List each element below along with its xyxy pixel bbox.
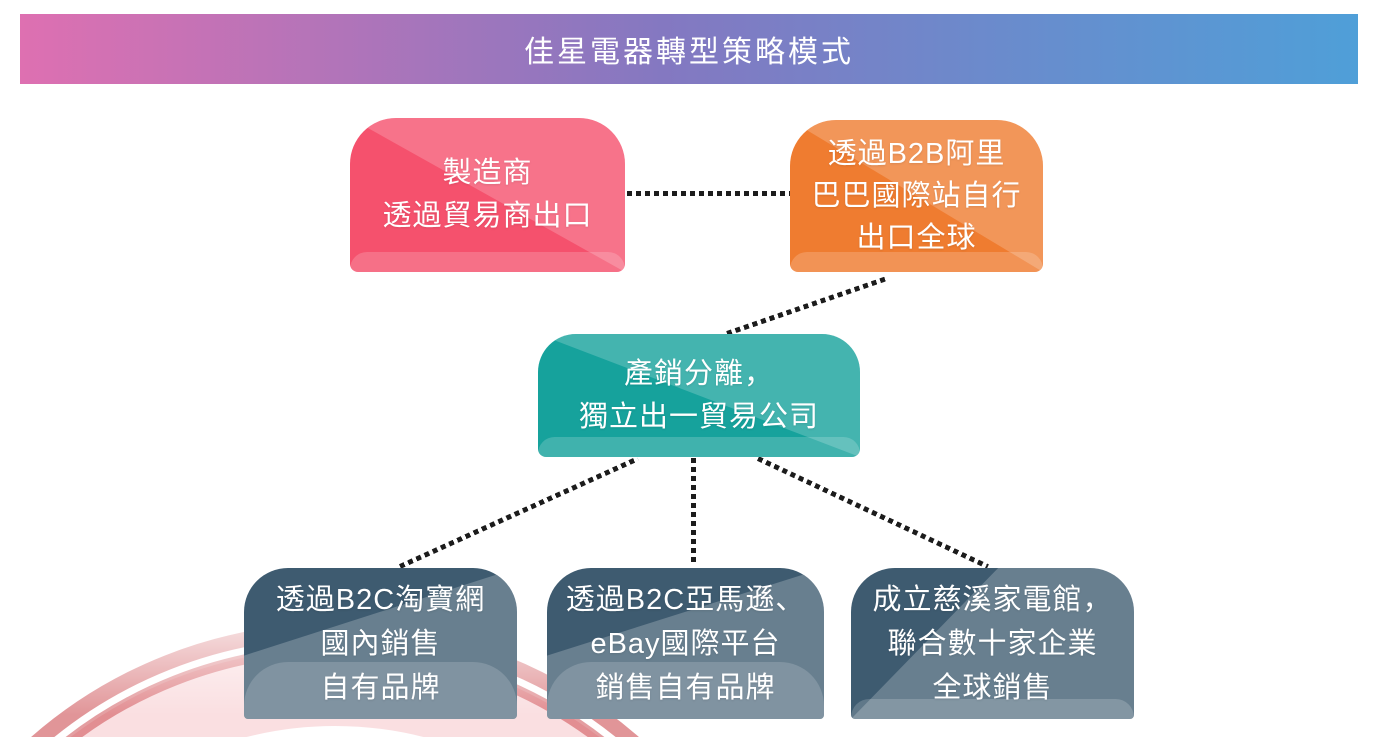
node-text-line: 透過B2B阿里	[827, 138, 1006, 170]
connector-b2b-trading	[726, 276, 887, 336]
node-text-line: 巴巴國際站自行	[811, 180, 1022, 212]
node-cixi-appliance-hall: 成立慈溪家電館， 聯合數十家企業 全球銷售	[851, 568, 1134, 719]
node-text-line: 全球銷售	[932, 671, 1053, 704]
node-text-line: 透過貿易商出口	[382, 200, 593, 232]
connector-trading-cixi	[756, 456, 989, 569]
slide-title: 佳星電器轉型策略模式	[524, 36, 854, 69]
node-text-line: eBay國際平台	[590, 627, 781, 660]
node-b2c-taobao: 透過B2C淘寶網 國內銷售 自有品牌	[244, 568, 517, 719]
node-text-line: 透過B2C淘寶網	[275, 583, 486, 616]
node-text-line: 自有品牌	[320, 671, 441, 704]
node-text-line: 獨立出一貿易公司	[578, 400, 819, 433]
node-text-line: 透過B2C亞馬遜、	[565, 583, 806, 616]
node-text-line: 聯合數十家企業	[887, 627, 1098, 660]
node-text-line: 出口全球	[856, 222, 977, 254]
title-banner: 佳星電器轉型策略模式	[20, 14, 1358, 84]
node-text-line: 製造商	[442, 157, 533, 189]
node-text-line: 產銷分離，	[623, 357, 774, 390]
node-b2b-alibaba: 透過B2B阿里 巴巴國際站自行 出口全球	[790, 120, 1043, 272]
connector-trading-taobao	[398, 456, 639, 569]
node-trading-company: 產銷分離， 獨立出一貿易公司	[538, 334, 860, 457]
node-text-line: 國內銷售	[320, 627, 441, 660]
node-b2c-amazon-ebay: 透過B2C亞馬遜、 eBay國際平台 銷售自有品牌	[547, 568, 824, 719]
node-manufacturer-export: 製造商 透過貿易商出口	[350, 118, 625, 272]
node-text-line: 銷售自有品牌	[595, 671, 776, 704]
connector-trading-amazon	[691, 458, 696, 566]
connector-manufacturer-b2b	[627, 191, 790, 196]
node-text-line: 成立慈溪家電館，	[872, 583, 1113, 616]
